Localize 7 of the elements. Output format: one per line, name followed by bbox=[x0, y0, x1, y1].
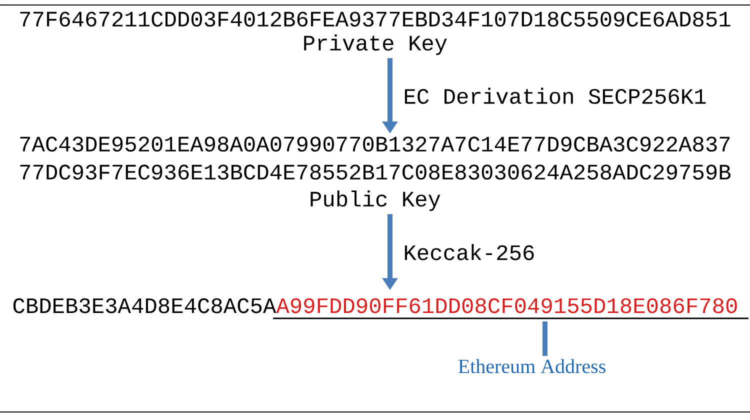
edge-label: Keccak-256 bbox=[402, 243, 536, 262]
edge-label: EC Derivation SECP256K1 bbox=[402, 86, 708, 105]
hex-key-text: 77F6467211CDD03F4012B6FEA9377EBD34F107D18C5509CE6AD851 Private Key bbox=[20, 12, 730, 55]
leader-line bbox=[542, 321, 548, 356]
callout-label: Ethereum Address bbox=[458, 359, 606, 374]
hex-hash-text: CBDEB3E3A4D8E4C8AC5A bbox=[13, 298, 276, 314]
hex-key-text: 7AC43DE95201EA98A0A07990770B1327A7C14E77D9CBA3C922A837 77DC93F7EC936E13BCD4E78552B17C08E83030624A258ADC29759B Public Key bbox=[20, 136, 730, 211]
